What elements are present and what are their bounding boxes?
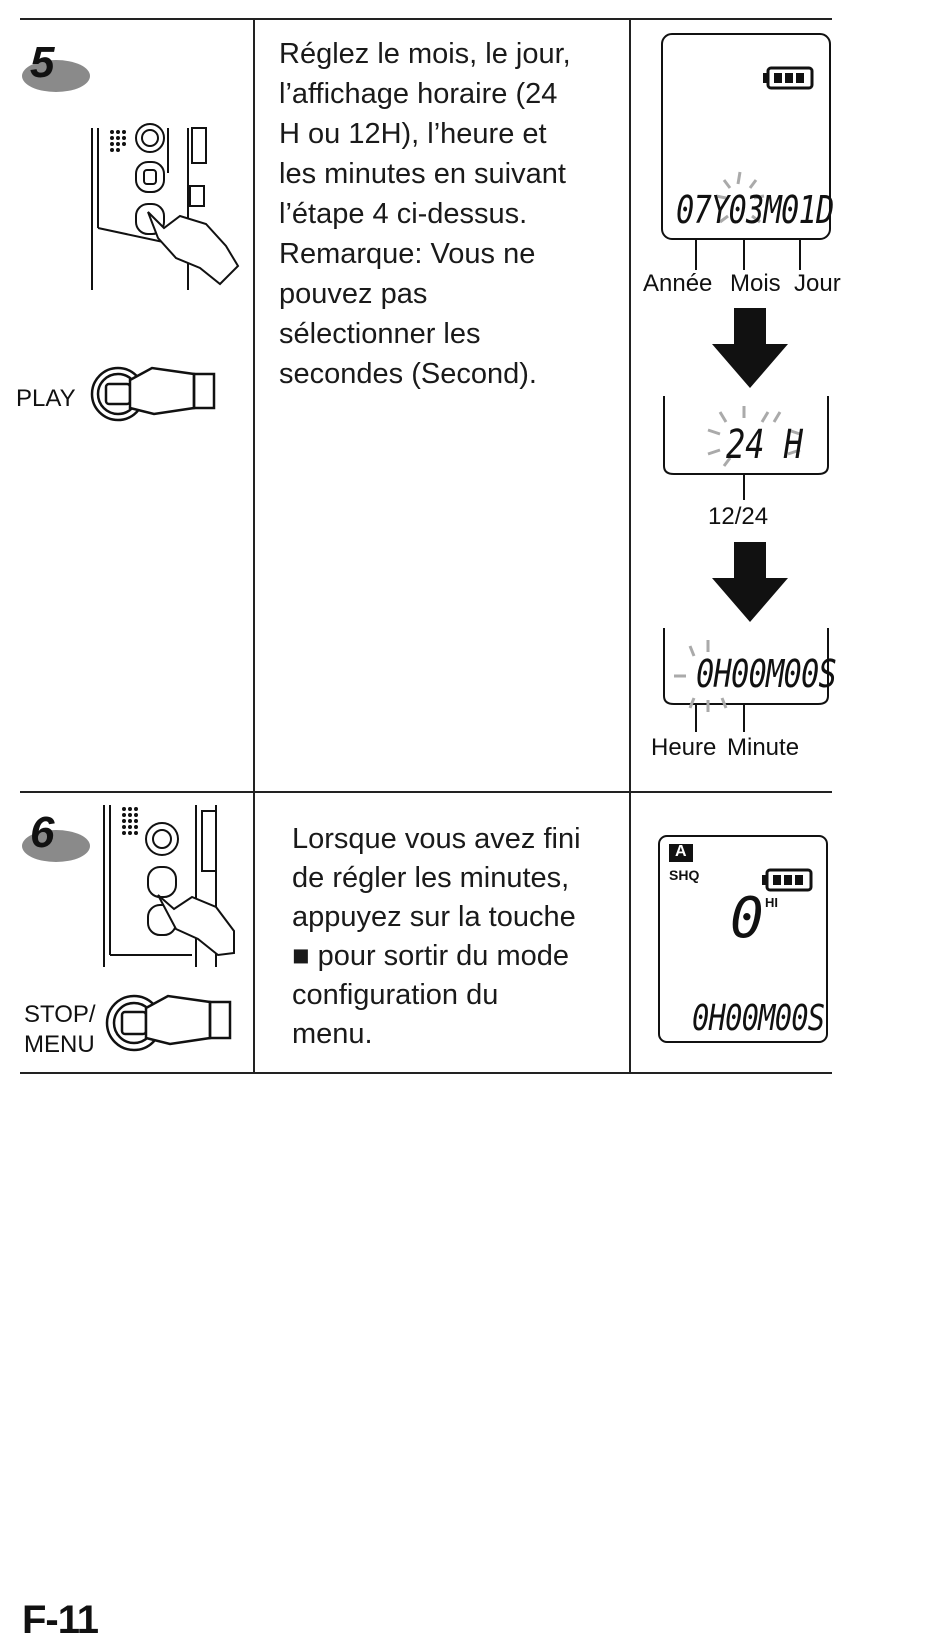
lcd-hour-format-display (663, 396, 829, 500)
table-bottom-rule (20, 1072, 832, 1074)
step-6-number: 6 (30, 808, 55, 857)
table-row-divider (20, 791, 832, 793)
lcd-hi-indicator: HI (765, 895, 778, 910)
step-6-badge (22, 830, 90, 862)
label-annee: Année (643, 270, 713, 297)
stop-button-icon (105, 994, 232, 1052)
step-5-badge (22, 60, 90, 92)
down-arrow-icon (712, 542, 788, 622)
label-12-24: 12/24 (708, 503, 769, 530)
lcd-final-time: 0H00M00S (692, 998, 825, 1039)
battery-icon (762, 868, 813, 892)
label-jour: Jour (794, 270, 841, 297)
recorder-illustration-stop (103, 805, 235, 967)
table-col-divider-1 (253, 18, 255, 1074)
lcd-quality-label: SHQ (669, 867, 700, 883)
lcd-hour-format-digits: 24 H (726, 422, 804, 468)
table-col-divider-2 (629, 18, 631, 1074)
stop-menu-button-label: STOP/ MENU (24, 1001, 96, 1058)
lcd-time-digits: 0H00M00S (696, 652, 837, 696)
page-number: F-11 (22, 1598, 99, 1642)
table-top-rule (20, 18, 832, 20)
recorder-illustration-play (91, 123, 240, 290)
play-button-icon (90, 366, 216, 422)
lcd-file-number: 0 (730, 886, 764, 951)
lcd-mode-badge: A (675, 843, 687, 860)
lcd-date-digits: 07Y03M01D (676, 188, 834, 232)
step-6-instructions: Lorsque vous avez fini de régler les min… (292, 823, 581, 1050)
battery-icon (763, 66, 814, 90)
lcd-time-display (663, 628, 829, 732)
lcd-date-display (661, 33, 831, 270)
label-mois: Mois (730, 270, 781, 297)
lcd-final-display (658, 835, 828, 1043)
label-heure: Heure (651, 734, 717, 761)
play-button-label: PLAY (16, 385, 76, 412)
label-minute: Minute (727, 734, 800, 761)
step-5-number: 5 (30, 38, 55, 87)
step-5-instructions: Réglez le mois, le jour, l’affichage hor… (279, 38, 571, 390)
down-arrow-icon (712, 308, 788, 388)
